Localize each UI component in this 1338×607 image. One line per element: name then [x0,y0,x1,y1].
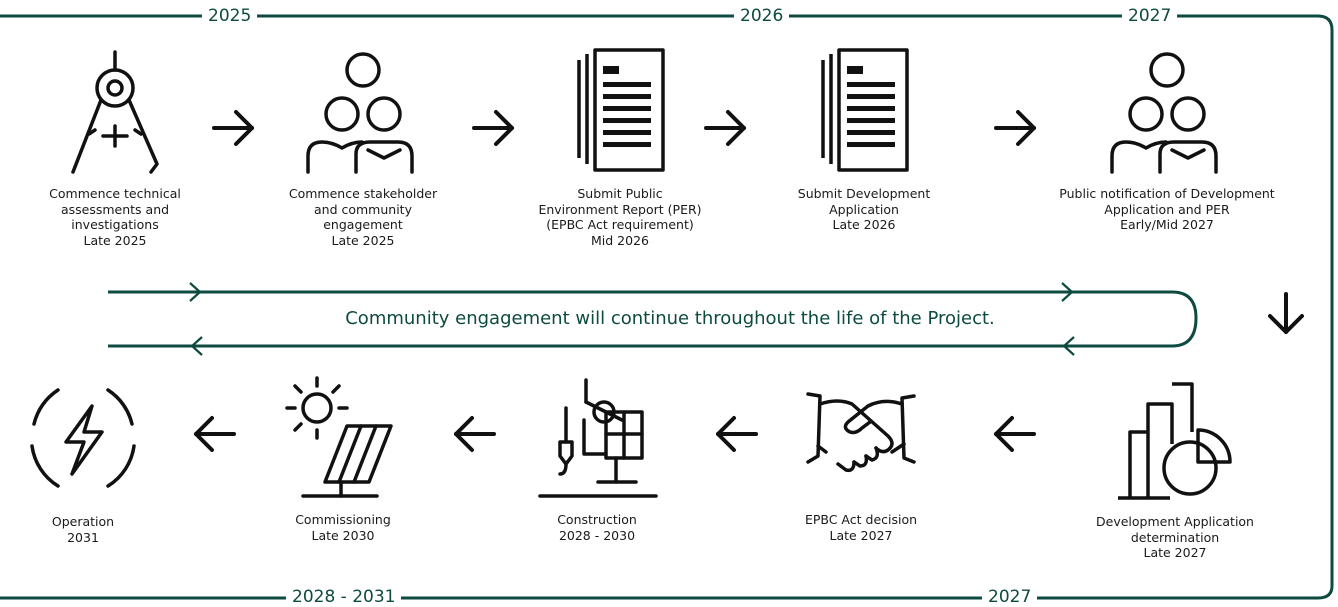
arrow-left-icon [994,416,1036,452]
year-label-2028-2031: 2028 - 2031 [286,587,402,607]
arrow-right-icon [212,110,254,146]
arrow-down-icon [1268,292,1304,334]
year-label-2027-bottom: 2027 [982,587,1038,607]
year-label-2026: 2026 [734,6,790,26]
solar-panel-icon [285,376,393,498]
people-group-icon [306,52,414,174]
lightning-power-icon [30,388,136,488]
compass-icon [71,50,159,174]
engagement-banner: Community engagement will continue throu… [345,308,995,329]
documents-icon [821,48,909,172]
crane-construction-icon [538,378,658,498]
arrow-left-icon [716,416,758,452]
arrow-right-icon [704,110,746,146]
arrow-right-icon [994,110,1036,146]
year-label-2025: 2025 [202,6,258,26]
people-group-icon [1110,52,1218,174]
handshake-icon [806,392,916,473]
year-label-2027-top: 2027 [1122,6,1178,26]
arrow-right-icon [472,110,514,146]
bar-pie-chart-icon [1118,382,1232,500]
arrow-left-icon [454,416,496,452]
documents-icon [577,48,665,172]
arrow-left-icon [194,416,236,452]
